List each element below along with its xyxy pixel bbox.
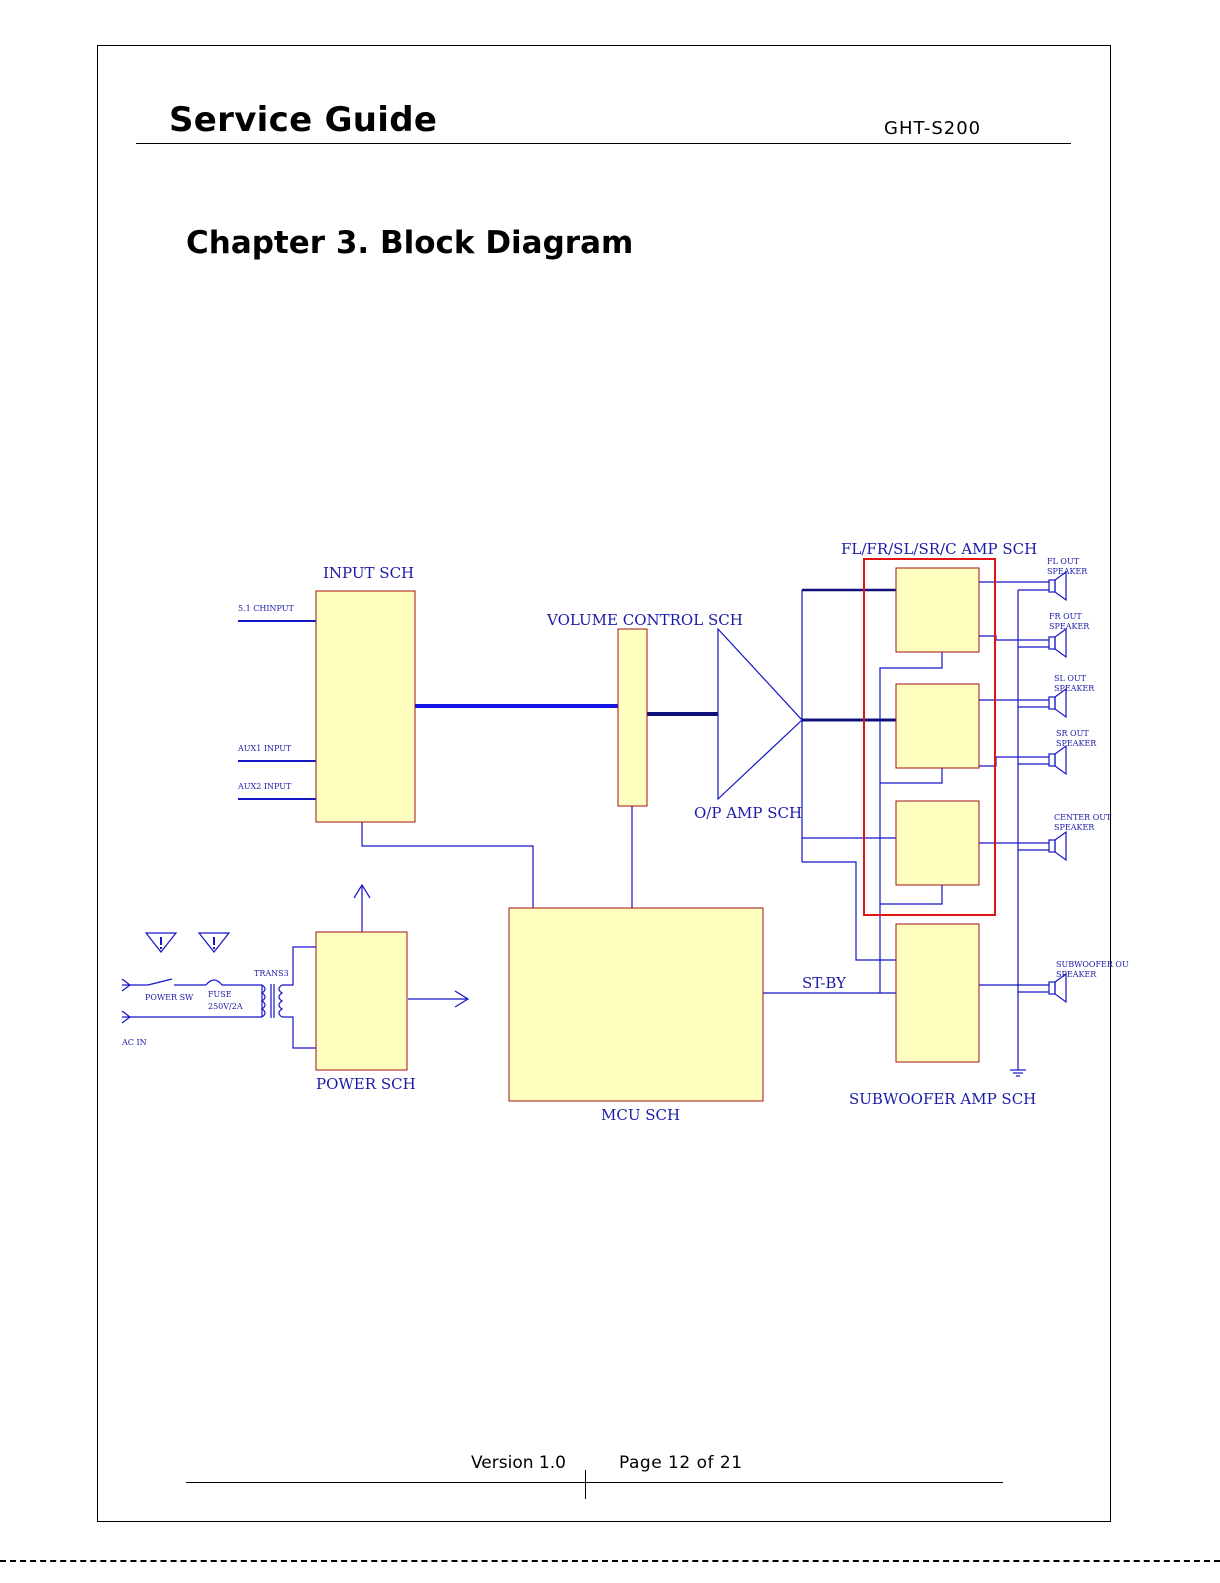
center-speaker-sublabel: SPEAKER xyxy=(1054,823,1095,832)
amp-block-2 xyxy=(895,683,980,769)
amp-group-label: FL/FR/SL/SR/C AMP SCH xyxy=(841,540,1037,558)
fl-speaker-label: FL OUT xyxy=(1047,557,1080,566)
fr-speaker-sublabel: SPEAKER xyxy=(1049,622,1090,631)
ac-in-label: AC IN xyxy=(121,1038,147,1047)
chapter-title: Chapter 3. Block Diagram xyxy=(186,225,634,261)
subwoofer-speaker-sublabel: SPEAKER xyxy=(1056,970,1097,979)
op-amp-label: O/P AMP SCH xyxy=(694,804,802,822)
footer-version: Version 1.0 xyxy=(471,1453,566,1473)
input-sch-label: INPUT SCH xyxy=(323,564,414,582)
subwoofer-amp-label: SUBWOOFER AMP SCH xyxy=(849,1090,1036,1108)
header-title: Service Guide xyxy=(169,100,438,140)
mcu-sch-label: MCU SCH xyxy=(601,1106,680,1124)
blocks xyxy=(315,567,980,1102)
volume-control-label: VOLUME CONTROL SCH xyxy=(546,611,743,629)
header-rule xyxy=(136,143,1071,144)
speaker-icon xyxy=(1048,972,1067,1004)
fl-speaker-sublabel: SPEAKER xyxy=(1047,567,1088,576)
input-aux1-label: AUX1 INPUT xyxy=(237,744,292,753)
fuse-rating-label: 250V/2A xyxy=(208,1002,243,1011)
mcu-block xyxy=(508,907,764,1102)
op-amp-symbol xyxy=(717,627,803,801)
amp-block-3 xyxy=(895,800,980,886)
footer-rule xyxy=(186,1482,1003,1483)
input-51ch-label: 5.1 CHINPUT xyxy=(238,604,295,613)
footer-divider xyxy=(585,1470,586,1499)
power-block xyxy=(315,931,408,1071)
amp-group-highlight xyxy=(863,558,996,916)
header-model: GHT-S200 xyxy=(884,118,982,139)
transformer-label: TRANS3 xyxy=(254,969,289,978)
page-frame xyxy=(97,45,1111,1522)
power-sch-label: POWER SCH xyxy=(316,1075,416,1093)
footer-page-number: Page 12 of 21 xyxy=(619,1453,743,1473)
speaker-icon xyxy=(1048,627,1067,659)
speaker-icon xyxy=(1048,570,1067,602)
center-speaker-label: CENTER OUT xyxy=(1054,813,1112,822)
speaker-icon xyxy=(1048,744,1067,776)
subwoofer-amp-block xyxy=(895,923,980,1063)
fr-speaker-label: FR OUT xyxy=(1049,612,1082,621)
sr-speaker-sublabel: SPEAKER xyxy=(1056,739,1097,748)
fuse-label: FUSE xyxy=(208,990,232,999)
power-switch-label: POWER SW xyxy=(145,993,194,1002)
input-block xyxy=(315,590,416,823)
volume-block xyxy=(617,628,648,807)
sl-speaker-label: SL OUT xyxy=(1054,674,1087,683)
sl-speaker-sublabel: SPEAKER xyxy=(1054,684,1095,693)
warning-marks xyxy=(160,937,215,949)
subwoofer-speaker-label: SUBWOOFER OU xyxy=(1056,960,1129,969)
standby-label: ST-BY xyxy=(802,974,847,992)
page-bottom-dashes xyxy=(0,1560,1220,1562)
sr-speaker-label: SR OUT xyxy=(1056,729,1089,738)
speaker-icons xyxy=(1048,570,1067,1004)
speaker-icon xyxy=(1048,687,1067,719)
speaker-icon xyxy=(1048,830,1067,862)
input-aux2-label: AUX2 INPUT xyxy=(237,782,292,791)
amp-block-1 xyxy=(895,567,980,653)
